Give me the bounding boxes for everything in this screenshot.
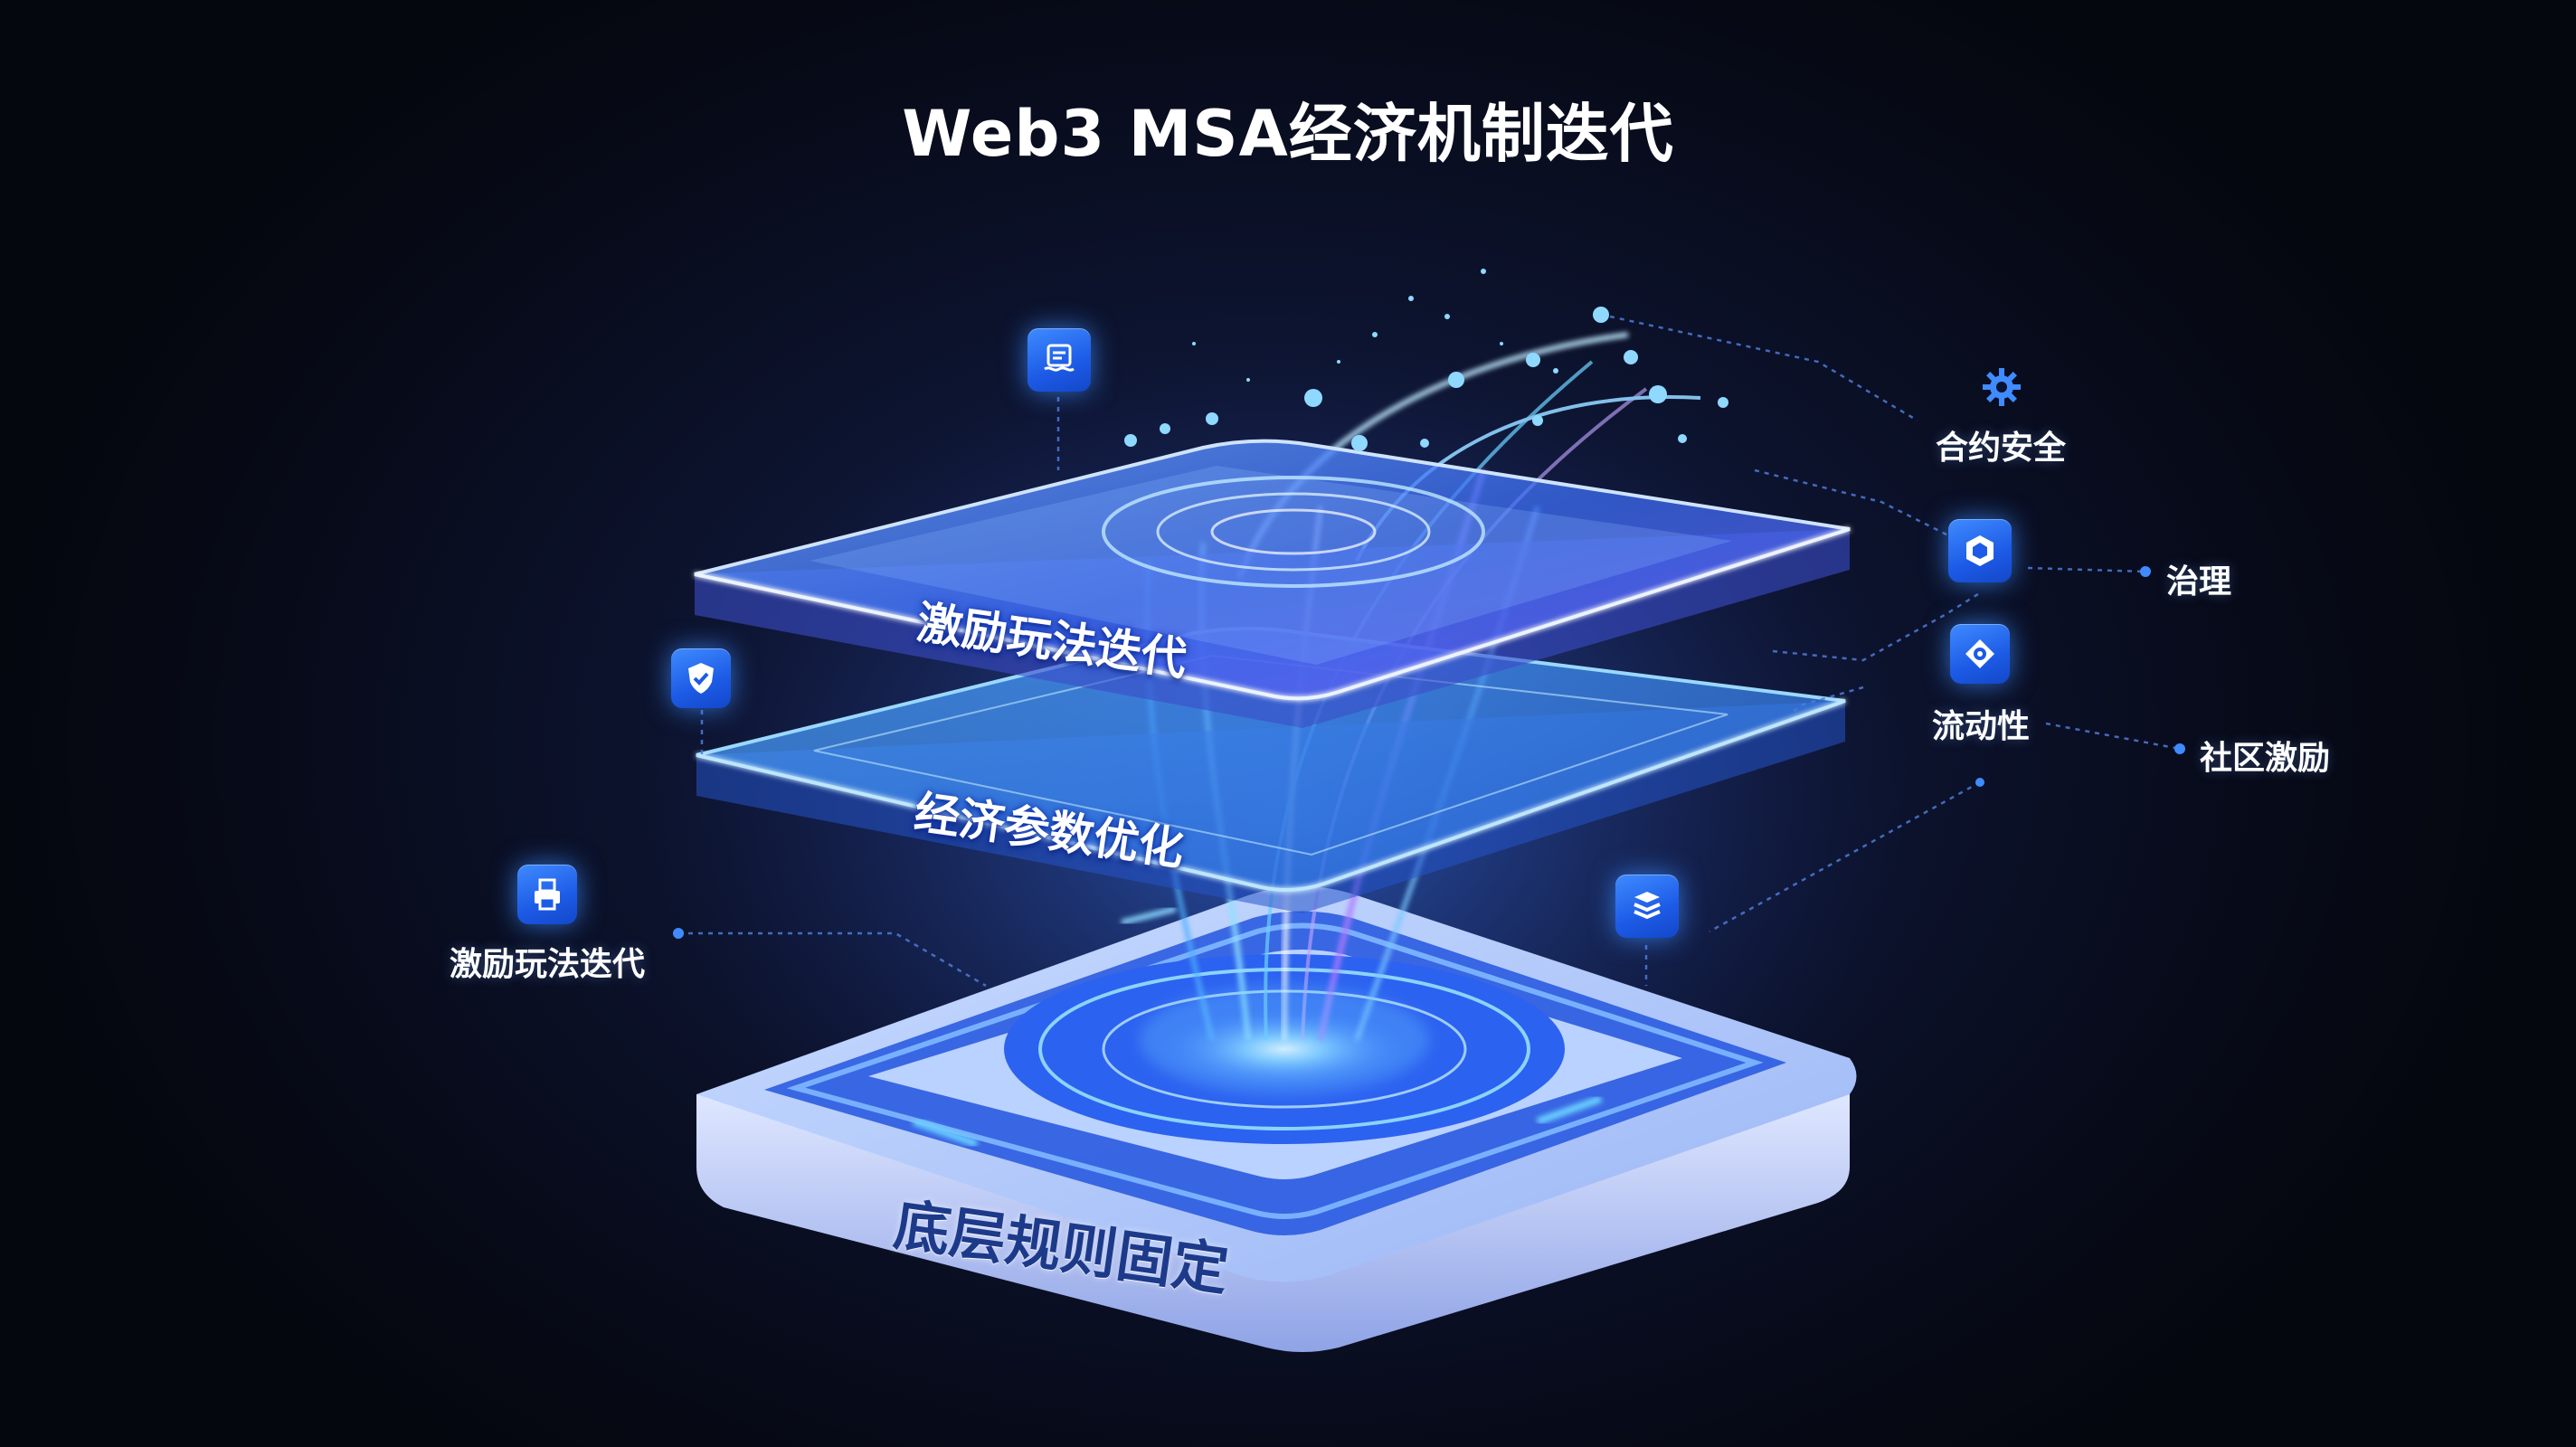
printer-icon: [517, 865, 577, 924]
shield-check-icon: [671, 648, 731, 708]
gear-icon: [1979, 364, 2024, 410]
hexagon-icon: [1948, 519, 2012, 582]
label-liquidity: 流动性: [1932, 708, 2031, 745]
connector-dots: [673, 566, 2185, 939]
diagram-title: Web3 MSA经济机制迭代: [902, 97, 1674, 171]
connector-lines: [678, 315, 2181, 988]
top-plate: [694, 439, 1851, 728]
label-governance: 治理: [2166, 563, 2232, 601]
particles: [1124, 269, 1728, 451]
label-community-incentive: 社区激励: [2200, 740, 2331, 777]
label-incentive-gameplay: 激励玩法迭代: [450, 946, 646, 983]
eye-icon: [1950, 624, 2010, 684]
document-stack-icon: [1028, 328, 1091, 392]
label-contract-security: 合约安全: [1936, 430, 2067, 467]
layers-stack-icon: [1615, 875, 1679, 938]
